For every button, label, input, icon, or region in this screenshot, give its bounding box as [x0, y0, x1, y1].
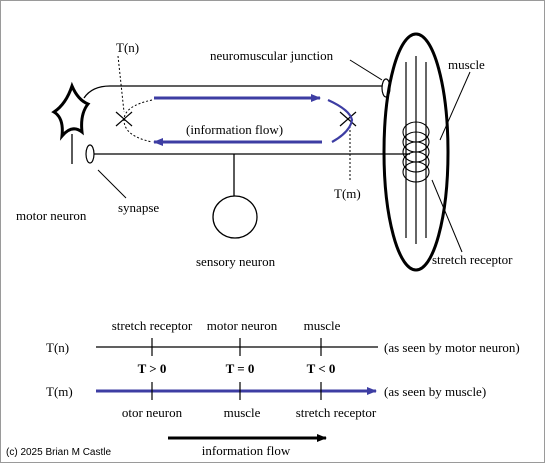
copyright-text: (c) 2025 Brian M Castle	[6, 447, 111, 458]
condition-zero: T = 0	[226, 361, 255, 376]
timeline-row1-tick-label-2: motor neuron	[207, 318, 278, 333]
muscle-outline	[382, 32, 450, 272]
condition-negative: T < 0	[307, 361, 336, 376]
timeline-row2-tick-label-2: muscle	[224, 405, 261, 420]
neuromuscular-junction-label: neuromuscular junction	[210, 48, 334, 63]
t-m-cross-mark	[339, 111, 357, 127]
synapse-label: synapse	[118, 200, 159, 215]
junction-leader	[349, 59, 383, 81]
timeline-row1-tick-label-3: muscle	[304, 318, 341, 333]
timeline-row2-tick-label-1: otor neuron	[122, 405, 183, 420]
timeline-row2-label: T(m)	[46, 384, 73, 399]
condition-positive: T > 0	[138, 361, 167, 376]
stretch-receptor-coils	[402, 121, 430, 183]
stretch-receptor-label: stretch receptor	[432, 252, 513, 267]
t-n-leader	[117, 55, 125, 113]
motor-neuron-label: motor neuron	[16, 208, 87, 223]
timeline-row2-note: (as seen by muscle)	[384, 384, 486, 399]
t-m-label: T(m)	[334, 186, 361, 201]
t-n-top-label: T(n)	[116, 40, 139, 55]
synapse-leader	[97, 169, 127, 199]
sensory-neuron-body	[212, 195, 258, 239]
stretch-receptor-leader	[431, 179, 463, 253]
timeline-row1-label: T(n)	[46, 340, 69, 355]
timeline-row1-tick-label-1: stretch receptor	[112, 318, 193, 333]
synapse-oval	[85, 144, 95, 164]
motor-axon	[83, 85, 386, 99]
sensory-neuron-label: sensory neuron	[196, 254, 276, 269]
t-n-cross-mark	[115, 111, 133, 127]
muscle-leader	[439, 71, 471, 141]
timeline-row2-tick-label-3: stretch receptor	[296, 405, 377, 420]
motor-neuron-body	[51, 81, 91, 141]
info-flow-left-curve	[123, 99, 153, 143]
timeline-row1-note: (as seen by motor neuron)	[384, 340, 520, 355]
info-flow-loop-curve	[327, 98, 354, 143]
information-flow-paren-label: (information flow)	[186, 122, 283, 137]
muscle-label: muscle	[448, 57, 485, 72]
information-flow-label: information flow	[202, 443, 291, 458]
